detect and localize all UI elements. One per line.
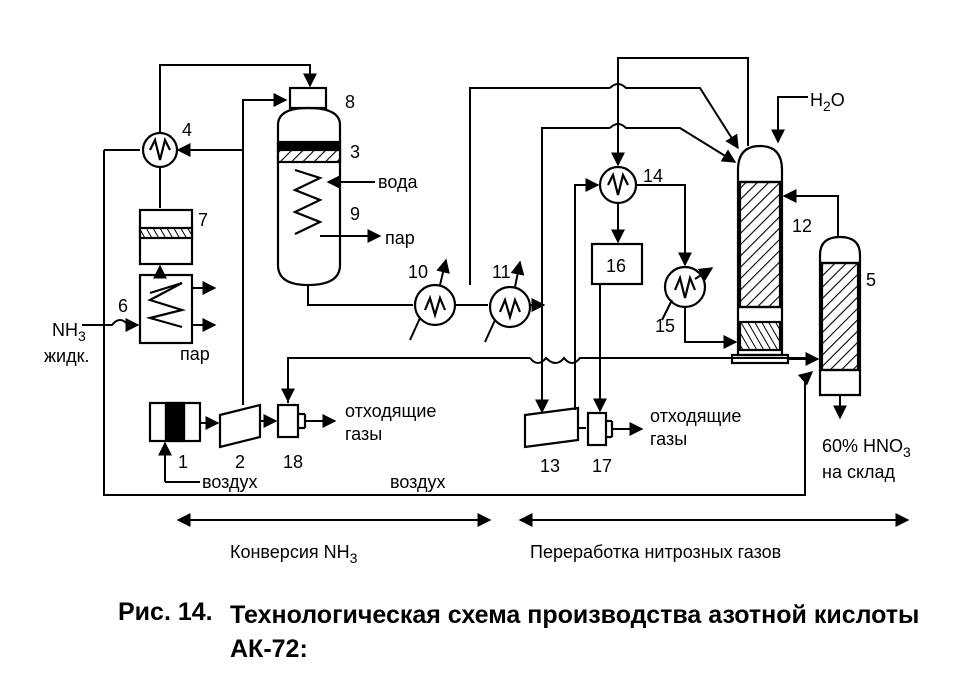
waste-heat-boiler-10 <box>413 283 457 327</box>
label-3: 3 <box>350 142 360 162</box>
product-label-line1: 60% HNO3 <box>822 436 911 460</box>
steam-label-6: пар <box>180 344 210 364</box>
label-9: 9 <box>350 204 360 224</box>
label-8: 8 <box>345 92 355 112</box>
label-7: 7 <box>198 210 208 230</box>
expander-13 <box>523 406 580 449</box>
label-15: 15 <box>655 316 675 336</box>
heater-4 <box>141 131 179 169</box>
product-label-line2: на склад <box>822 462 896 482</box>
label-2: 2 <box>235 452 245 472</box>
steam-label-9: пар <box>385 228 415 248</box>
label-16: 16 <box>606 256 626 276</box>
evaporator-6 <box>138 273 194 345</box>
label-13: 13 <box>540 456 560 476</box>
label-4: 4 <box>182 120 192 140</box>
absorption-column-12 <box>730 144 790 365</box>
device-17 <box>586 411 614 447</box>
liquid-label: жидк. <box>44 346 89 366</box>
contact-apparatus-3 <box>276 86 342 287</box>
pipelines <box>82 57 910 527</box>
nh3-label: NH3 <box>52 320 86 344</box>
exhaust-label-17-line2: газы <box>650 429 687 449</box>
exhaust-label-18-line1: отходящие <box>345 401 436 421</box>
exhaust-label-18-line2: газы <box>345 424 382 444</box>
economizer-11 <box>488 285 532 329</box>
section-conversion: Конверсия NH3 <box>230 542 358 566</box>
h2o-label: H2O <box>810 90 845 114</box>
label-17: 17 <box>592 456 612 476</box>
air-label-1: воздух <box>202 472 258 492</box>
figure-caption: Технологическая схема производства азотн… <box>230 601 920 663</box>
device-18 <box>276 403 307 439</box>
water-label: вода <box>378 172 418 192</box>
label-18: 18 <box>283 452 303 472</box>
label-12: 12 <box>792 216 812 236</box>
heater-14 <box>598 165 638 205</box>
air-compressor-2 <box>218 403 262 449</box>
label-11: 11 <box>492 262 511 282</box>
figure-number: Рис. 14. <box>118 598 213 626</box>
exhaust-label-17-line1: отходящие <box>650 406 741 426</box>
label-14: 14 <box>643 166 663 186</box>
label-5: 5 <box>866 270 876 290</box>
label-1: 1 <box>178 452 188 472</box>
oxidizer-16 <box>590 242 644 286</box>
filter-7 <box>138 208 194 266</box>
bleaching-column-5 <box>818 235 862 397</box>
air-label-2: воздух <box>390 472 446 492</box>
air-filter-1 <box>148 401 202 443</box>
label-6: 6 <box>118 296 128 316</box>
section-processing: Переработка нитрозных газов <box>530 542 781 562</box>
label-10: 10 <box>408 262 428 282</box>
